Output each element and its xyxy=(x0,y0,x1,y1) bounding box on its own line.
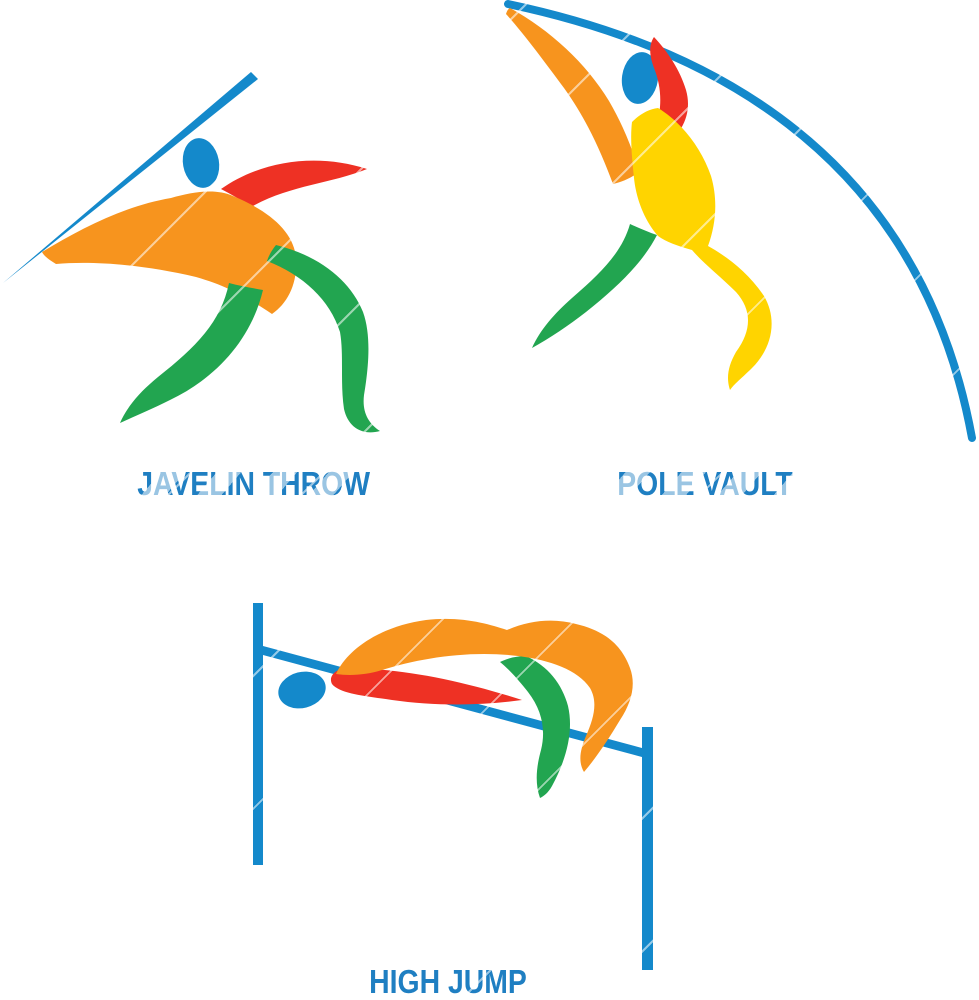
pole-vault-athlete xyxy=(506,8,772,390)
pole-vault-label: POLE VAULT xyxy=(600,465,810,502)
high-jump-label: HIGH JUMP xyxy=(369,963,527,1000)
vault-athlete-back-leg-green xyxy=(532,224,657,348)
javelin-athlete-back-leg-green xyxy=(120,283,263,423)
javelin-athlete-head xyxy=(182,138,220,188)
high-jump-right-post xyxy=(642,727,653,970)
jump-athlete-head xyxy=(278,671,326,709)
high-jump-icon xyxy=(253,603,653,970)
javelin-athlete xyxy=(3,72,380,433)
javelin-athlete-arm-red xyxy=(221,160,367,207)
high-jump-left-post xyxy=(253,603,263,865)
javelin-throw-label: JAVELIN THROW xyxy=(135,465,371,502)
vault-athlete-torso-leg-yellow xyxy=(631,108,772,390)
javelin-throw-icon xyxy=(3,72,380,433)
pole-vault-icon xyxy=(504,0,976,442)
high-jump-athlete xyxy=(278,618,633,798)
